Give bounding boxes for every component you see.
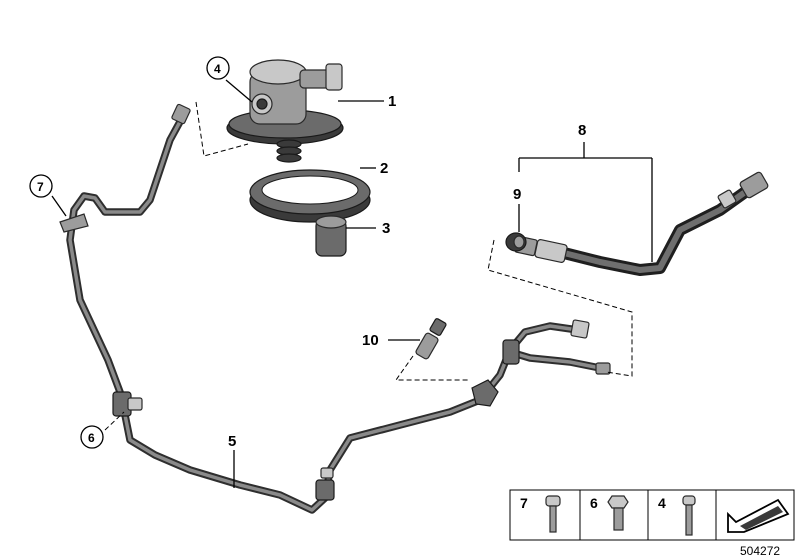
- fuel-hose: [514, 171, 769, 276]
- arrow-icon[interactable]: [727, 498, 790, 533]
- callout-3: 3: [382, 220, 390, 237]
- callout-labels: 1 2 3 5 8 9 10 4 7 6: [29, 56, 586, 450]
- sealing-cap: [505, 232, 527, 252]
- callout-5: 5: [228, 433, 236, 450]
- callout-9: 9: [513, 186, 521, 203]
- callout-10: 10: [362, 332, 379, 349]
- callout-1: 1: [388, 93, 396, 110]
- diagram-id: 504272: [740, 544, 780, 558]
- leader-lines: [51, 79, 653, 488]
- seal-ring: [249, 169, 371, 223]
- roller-tappet: [315, 215, 347, 257]
- callout-6: 6: [88, 431, 95, 445]
- callout-7: 7: [37, 180, 44, 194]
- callout-8: 8: [578, 122, 586, 139]
- legend-label-6: 6: [590, 495, 598, 511]
- fuel-line: [59, 103, 611, 514]
- screw-4-image: [682, 495, 696, 536]
- pressure-sensor: [415, 318, 447, 360]
- screw-6-image: [607, 495, 629, 531]
- fastener-legend: 7 6 4 504272: [509, 489, 795, 558]
- high-pressure-pump: [226, 59, 344, 163]
- callout-2: 2: [380, 160, 388, 177]
- screw-7-image: [545, 495, 561, 533]
- legend-label-4: 4: [658, 495, 666, 511]
- callout-4: 4: [214, 62, 221, 76]
- legend-label-7: 7: [520, 495, 528, 511]
